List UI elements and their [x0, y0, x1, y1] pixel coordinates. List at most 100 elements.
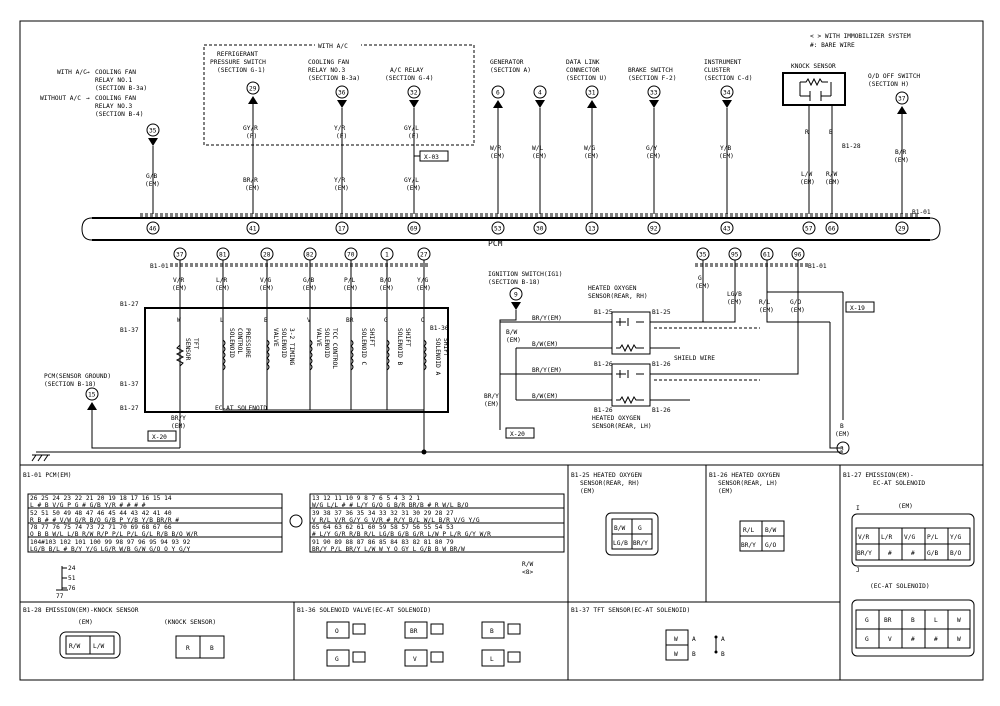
svg-text:O B B W/L L/B R/W R/P P/L: O B B W/L L/B R/W R/P P/L P/L G/L R/B B/…	[30, 531, 198, 538]
svg-text:G/B: G/B	[303, 277, 314, 284]
svg-text:(EM): (EM)	[416, 285, 431, 292]
svg-text:G: G	[638, 525, 642, 532]
svg-text:BR/Y(EM): BR/Y(EM)	[532, 367, 562, 374]
svg-text:GY/R: GY/R	[243, 125, 258, 132]
svg-text:52 51 50 49 48 47 46 45: 52 51 50 49 48 47 46 45 44 43 42 41 40	[30, 510, 172, 517]
svg-text:R: R	[186, 645, 190, 652]
pcm-pin-table: 26 25 24 23 22 21 20 19 18 17 16 15 14 L…	[30, 495, 491, 553]
svg-text:COOLING FAN: COOLING FAN	[95, 95, 136, 102]
svg-text:(EM): (EM)	[259, 285, 274, 292]
svg-text:69: 69	[410, 226, 418, 233]
svg-text:(EM): (EM)	[894, 157, 909, 164]
svg-text:LG/B B/L # B/Y Y/G LG/R W/B: LG/B B/L # B/Y Y/G LG/R W/B G/W G/O O Y …	[30, 546, 190, 553]
svg-text:RELAY NO.1: RELAY NO.1	[95, 77, 133, 84]
svg-text:R B # # V/W G/R B/O G/B: R B # # V/W G/R B/O G/B P Y/B Y/B BR/R #	[30, 517, 179, 524]
svg-text:(F): (F)	[408, 133, 419, 140]
svg-text:B/O: B/O	[380, 277, 391, 284]
svg-text:BR/Y P/L BR/Y L/W W Y O GY: BR/Y P/L BR/Y L/W W Y O GY L G/B B W BR/…	[312, 546, 465, 553]
svg-text:(EM): (EM)	[215, 285, 230, 292]
svg-text:32: 32	[410, 90, 418, 97]
svg-text:3-2 TIMING: 3-2 TIMING	[288, 328, 295, 366]
svg-text:(EM): (EM)	[584, 153, 599, 160]
svg-text:BRAKE SWITCH: BRAKE SWITCH	[628, 67, 673, 74]
svg-text:GENERATOR: GENERATOR	[490, 59, 524, 66]
svg-text:29: 29	[898, 226, 906, 233]
svg-text:BR/R: BR/R	[243, 177, 258, 184]
svg-text:(SECTION H): (SECTION H)	[868, 81, 909, 88]
svg-text:B: B	[829, 129, 833, 136]
with-ac-label: WITH A/C	[318, 43, 348, 50]
svg-text:SHIFT: SHIFT	[442, 338, 449, 357]
svg-text:G/B: G/B	[146, 173, 157, 180]
svg-text:→: →	[86, 95, 90, 102]
pcm-lower-terminals: 37 81 28 82 70 1 27 35 95 61 96	[173, 247, 805, 261]
svg-text:B1-37: B1-37	[120, 327, 139, 334]
top-wire-labels: G/B (EM) GY/R (F) BR/R (EM) Y/R (F) Y/R …	[145, 125, 909, 192]
svg-text:BR: BR	[410, 628, 418, 635]
svg-text:30: 30	[536, 226, 544, 233]
svg-text:SHIELD WIRE: SHIELD WIRE	[674, 355, 715, 362]
svg-text:31: 31	[588, 90, 596, 97]
svg-text:(EM): (EM)	[245, 185, 260, 192]
svg-text:B1-26 HEATED OXYGEN: B1-26 HEATED OXYGEN	[709, 472, 780, 479]
svg-text:EC-AT SOLENOID: EC-AT SOLENOID	[873, 480, 925, 487]
svg-text:G/B: G/B	[927, 550, 938, 557]
svg-text:V R/L V/R G/Y G V/R # R/Y: V R/L V/R G/Y G V/R # R/Y B/L W/L B/R V/…	[312, 517, 480, 524]
svg-text:(EM): (EM)	[484, 401, 499, 408]
svg-text:G: G	[865, 617, 869, 624]
svg-text:R/L: R/L	[759, 299, 770, 306]
svg-text:RELAY NO.3: RELAY NO.3	[95, 103, 133, 110]
svg-text:(EM): (EM)	[506, 337, 521, 344]
svg-text:(EM): (EM)	[646, 153, 661, 160]
svg-text:(SECTION A): (SECTION A)	[490, 67, 531, 74]
svg-text:(SECTION G-4): (SECTION G-4)	[385, 75, 433, 82]
svg-text:(SECTION G-1): (SECTION G-1)	[217, 67, 265, 74]
svg-text:W: W	[674, 651, 678, 658]
ho2s-labels: BR/Y(EM) B/W(EM) BR/Y(EM) B/W(EM) HEATED…	[532, 275, 850, 438]
svg-text:B/W: B/W	[614, 525, 625, 532]
svg-text:(EM): (EM)	[406, 185, 421, 192]
svg-text:CONNECTOR: CONNECTOR	[566, 67, 600, 74]
svg-text:L/W: L/W	[801, 171, 812, 178]
svg-text:G/O: G/O	[790, 299, 801, 306]
connector-x19: X-19	[850, 305, 865, 312]
svg-text:24: 24	[68, 565, 76, 572]
ground-symbol	[31, 454, 50, 462]
svg-text:92: 92	[650, 226, 658, 233]
pcm-label: PCM	[488, 239, 503, 248]
svg-text:BR/Y: BR/Y	[484, 393, 499, 400]
svg-text:1: 1	[385, 252, 389, 259]
svg-text:78 77 76 75 74 73 72 71: 78 77 76 75 74 73 72 71 70 69 68 67 66	[30, 524, 172, 531]
svg-text:B1-26: B1-26	[652, 407, 671, 414]
svg-text:SENSOR(REAR, LH): SENSOR(REAR, LH)	[592, 423, 652, 430]
svg-text:B: B	[490, 628, 494, 635]
svg-text:#: #	[888, 550, 892, 557]
svg-text:91 90 89 88 87 86 85 84: 91 90 89 88 87 86 85 84 83 82 81 80 79	[312, 539, 454, 546]
svg-text:B1-36: B1-36	[430, 325, 449, 332]
svg-text:BR/Y: BR/Y	[633, 540, 648, 547]
svg-text:W/R: W/R	[490, 145, 501, 152]
svg-text:(EM): (EM)	[171, 423, 186, 430]
svg-text:L: L	[220, 317, 224, 324]
svg-text:P/L: P/L	[344, 277, 355, 284]
svg-text:SENSOR: SENSOR	[184, 338, 191, 361]
svg-text:(EM): (EM)	[718, 488, 733, 495]
svg-text:104#103 102 101 100 99 98 97: 104#103 102 101 100 99 98 97 96 95 94 93…	[30, 539, 190, 546]
svg-text:B1-25 HEATED OXYGEN: B1-25 HEATED OXYGEN	[571, 472, 642, 479]
svg-text:#: #	[911, 636, 915, 643]
b136-pins: O BR B G V L	[326, 621, 521, 667]
svg-text:LG/B: LG/B	[727, 291, 742, 298]
svg-text:(EM): (EM)	[343, 285, 358, 292]
svg-text:Y/G: Y/G	[950, 534, 961, 541]
svg-text:B1-25: B1-25	[652, 309, 671, 316]
lower-frame	[19, 464, 984, 681]
svg-text:82: 82	[306, 252, 314, 259]
svg-text:BR/Y(EM): BR/Y(EM)	[532, 315, 562, 322]
svg-text:(EM): (EM)	[759, 307, 774, 314]
svg-text:35: 35	[699, 252, 707, 259]
connector-b101-left: B1-01	[150, 263, 169, 270]
svg-text:COOLING FAN: COOLING FAN	[308, 59, 349, 66]
svg-text:O: O	[335, 628, 339, 635]
svg-text:(EM): (EM)	[145, 181, 160, 188]
b128-connector	[59, 631, 121, 659]
